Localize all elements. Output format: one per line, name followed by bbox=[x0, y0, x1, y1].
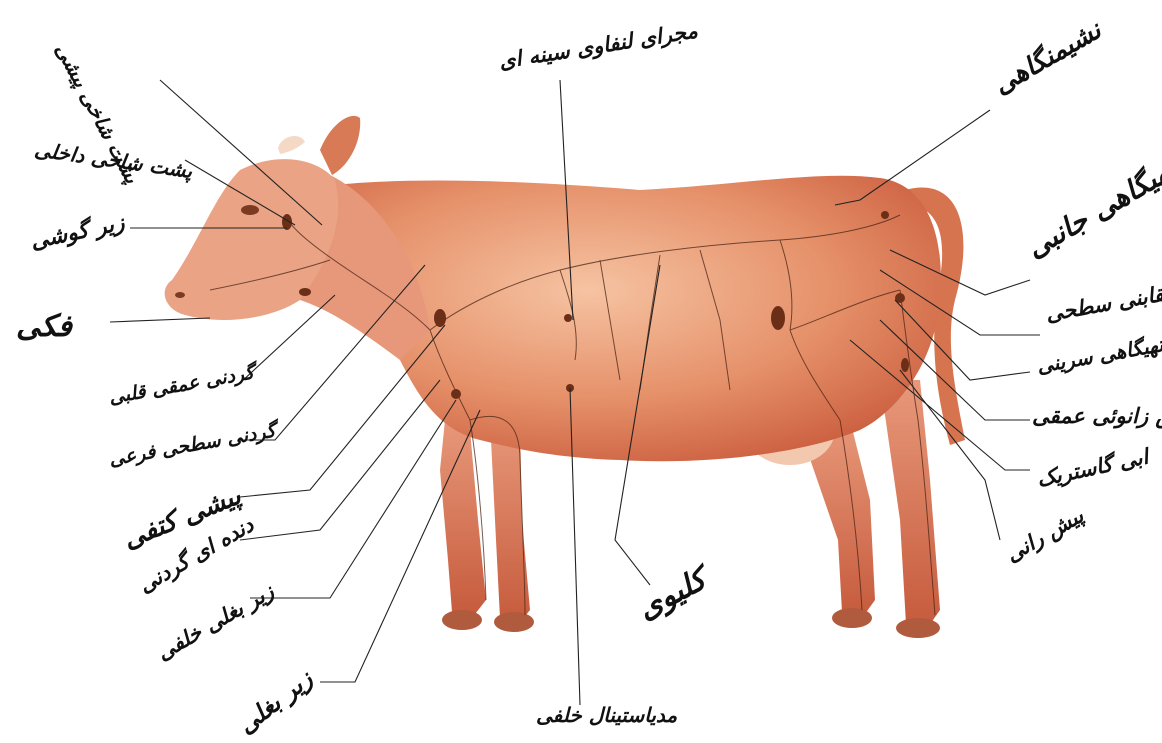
hind-leg-right bbox=[880, 380, 940, 630]
label-pas-zanui: پس زانوئی عمقی bbox=[1032, 406, 1162, 427]
eye bbox=[241, 205, 259, 215]
label-mediastinal: مدیاستینال خلفی bbox=[536, 705, 677, 725]
leader-line bbox=[110, 318, 210, 322]
label-fak: فکی bbox=[16, 312, 72, 342]
hoof bbox=[896, 618, 940, 638]
front-leg-left bbox=[440, 420, 486, 618]
hoof bbox=[442, 610, 482, 630]
hoof bbox=[494, 612, 534, 632]
leader-line bbox=[250, 400, 456, 598]
leader-line bbox=[240, 380, 440, 540]
ear bbox=[320, 116, 360, 175]
hoof bbox=[832, 608, 872, 628]
horn bbox=[278, 136, 305, 154]
nostril bbox=[175, 292, 185, 298]
front-leg-right bbox=[490, 420, 530, 625]
